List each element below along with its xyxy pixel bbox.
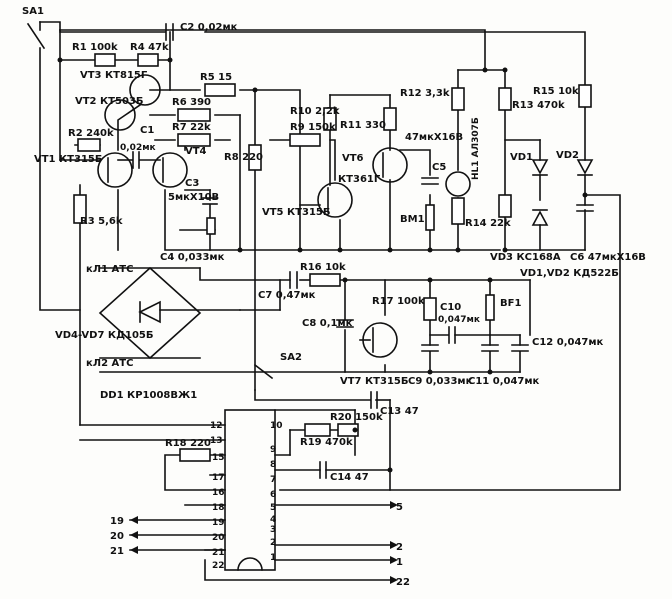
input-21: 21 [110,546,124,557]
pin-3: 3 [270,525,276,535]
c9-label: C9 0,033мк [408,376,473,387]
pin-16: 16 [212,488,225,498]
r11-label: R11 330 [340,120,386,131]
r17-label: R17 100k [372,296,425,307]
vd3-label: VD3 КС168А [490,252,561,263]
bf1-label: BF1 [500,298,521,309]
labels: SA1 C2 0,02мк R1 100k R4 47k VT3 КТ815Г … [22,6,646,588]
r8-label: R8 220 [224,152,263,163]
r9-label: R9 150k [290,122,336,133]
r12-label: R12 3,3k [400,88,450,99]
r2-label: R2 240k [68,128,114,139]
pin-1: 1 [270,553,276,563]
c2-label: C2 0,02мк [180,22,238,33]
input-20: 20 [110,531,124,542]
diode-symbols [98,159,594,360]
pin-22: 22 [212,561,225,571]
output-1: 1 [396,557,403,568]
c10-value: 0,047мк [438,315,480,325]
r16-label: R16 10k [300,262,346,273]
pin-9: 9 [270,445,276,455]
r18-label: R18 220 [165,438,211,449]
vd12-label: VD1,VD2 КД522Б [520,268,619,279]
c12-label: C12 0,047мк [532,337,604,348]
vt2-label: VT2 КТ503Б [75,96,144,107]
r5-label: R5 15 [200,72,232,83]
dd1-chip [224,409,276,571]
vt6-label: VT6 [342,153,364,164]
arrowheads [130,501,398,584]
vt4-label: VT4 [185,146,207,157]
pin-7: 7 [270,475,276,485]
vt3-label: VT3 КТ815Г [80,70,148,81]
r3-label: R3 5,6k [80,216,123,227]
pin-21: 21 [212,548,225,558]
input-19: 19 [110,516,124,527]
pin-10: 10 [270,421,283,431]
pin-17: 17 [212,473,225,483]
vt1-label: VT1 КТ315Б [34,154,103,165]
line1-label: кЛ1 АТС [86,264,133,275]
vt5-label: VT5 КТ315Б [262,207,331,218]
c3-value: 5мкХ10В [168,192,219,203]
r14-label: R14 22k [465,218,511,229]
pin-8: 8 [270,460,276,470]
pin-2: 2 [270,538,276,548]
c8-label: C8 0,1мк [302,318,353,329]
sa2-label: SA2 [280,352,302,363]
c10-label: C10 [440,302,461,313]
c5-label: C5 [432,162,446,173]
pin-13: 13 [210,436,223,446]
r1-label: R1 100k [72,42,118,53]
r15-label: R15 10k [533,86,579,97]
output-2: 2 [396,542,403,553]
r10-label: R10 2,2k [290,106,340,117]
output-22: 22 [396,577,410,588]
c3-label: C3 [185,178,199,189]
pin-4: 4 [270,515,276,525]
pin-5: 5 [270,503,276,513]
r13-label: R13 470k [512,100,565,111]
vd1-label: VD1 [510,152,533,163]
pin-19: 19 [212,518,225,528]
pin-20: 20 [212,533,225,543]
r20-label: R20 150k [330,412,383,423]
c5-value: 47мкХ16В [405,132,463,143]
c14-label: C14 47 [330,472,369,483]
wires [26,21,621,581]
pin-18: 18 [212,503,225,513]
r6-label: R6 390 [172,97,211,108]
pin-15: 15 [212,453,225,463]
dd1-label: DD1 КР1008ВЖ1 [100,390,197,401]
c11-label: C11 0,047мк [468,376,540,387]
vd47-label: VD4-VD7 КД105Б [55,330,153,341]
r19-label: R19 470k [300,437,353,448]
c1-value: 0,02мк [120,143,156,153]
resistor-symbols [73,53,592,462]
capacitor-symbols [132,23,594,479]
vt6-type: КТ361Г [338,174,381,185]
transistor-symbols [97,74,408,358]
hl1-label: HL1 АЛ307Б [471,117,481,180]
pin-12: 12 [210,421,223,431]
vd2-label: VD2 [556,150,579,161]
output-5: 5 [396,502,403,513]
c7-label: C7 0,47мк [258,290,316,301]
r4-label: R4 47k [130,42,169,53]
c6-label: C6 47мкХ16В [570,252,646,263]
sa1-label: SA1 [22,6,44,17]
c4-label: C4 0,033мк [160,252,225,263]
r7-label: R7 22k [172,122,211,133]
c13-label: C13 47 [380,406,419,417]
line2-label: кЛ2 АТС [86,358,133,369]
junction-dots [57,57,588,473]
vt7-label: VT7 КТ315Б [340,376,409,387]
pin-6: 6 [270,490,276,500]
bm1-label: BM1 [400,214,425,225]
c1-label: C1 [140,125,154,136]
